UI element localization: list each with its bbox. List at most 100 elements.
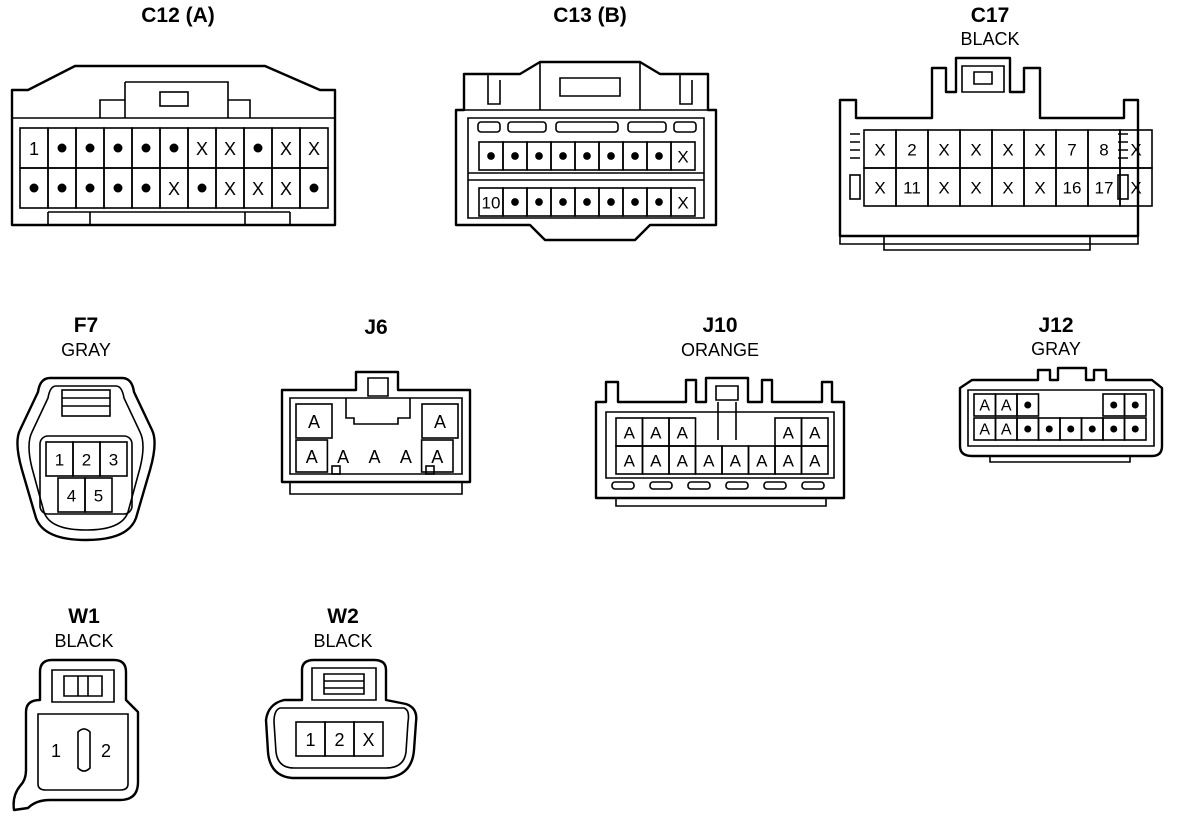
j10-pin-r2c8-label: A [809,452,821,471]
c17-title: C17 [970,4,1010,27]
j10-slot-1 [611,481,635,490]
c12-pin-r2c11-cell [299,167,329,209]
j10-slot-3 [687,481,711,490]
j10-pin-r2c7-label: A [783,452,795,471]
c12-pin-r1c10-label: X [280,139,292,159]
c12-pin-r1c5-dot [141,143,151,153]
c13-pin-r2c5-dot [583,198,591,206]
c12-pin-r2c9-label: X [252,179,264,199]
c17-pin-r1c6-label: X [1034,141,1045,160]
j10-title: J10 [702,314,738,337]
c12-pin-r1c3-dot [85,143,95,153]
c17-pin-r2c2-label: 11 [903,179,921,198]
j10-pin-r1c8-label: A [809,424,821,443]
f7-color: GRAY [61,340,111,360]
c17-pin-r2c7-label: 16 [1063,179,1082,198]
j12-pin-r1c3-cell [1016,393,1040,417]
j12-pin-r1c1-label: A [979,398,990,415]
c13-pin-r2c2-dot [511,198,519,206]
j10-pin-r2c3-label: A [677,452,689,471]
c13-title: C13 (B) [553,4,627,27]
f7-pin-r1c3-label: 3 [109,451,118,470]
j12-pin-r2c3-dot [1024,425,1032,433]
c12-pin-r2c3-dot [85,183,95,193]
c17-pin-r1c7-label: 7 [1067,141,1076,160]
c13-pin-r2c7-dot [631,198,639,206]
w2-pin-r1c3-cell [353,721,384,757]
w1-pin-r1c1-label: 1 [51,741,61,761]
c17-pin-r2c6-label: X [1034,179,1045,198]
c12-pin-r2c8-label: X [224,179,236,199]
w2-color: BLACK [313,631,373,651]
j10-pin-r2c8-cell [800,445,829,475]
j12-pin-r2c2-label: A [1001,422,1012,439]
c17-pin-r2c3-label: X [938,179,949,198]
j6-pin-r2c4-label: A [400,447,412,467]
w1-pin-r1c2-label: 2 [101,741,111,761]
c13-pin-r1c9-label: X [677,148,688,167]
f7-pin-r1c2-label: 2 [82,451,91,470]
c17-pin-r2c9-cell [1119,167,1153,207]
j10-color: ORANGE [680,340,759,360]
f7-pin-r1c3-cell [99,441,128,477]
c13-pin-r1c7-dot [631,152,639,160]
j6-pin-r1c1-label: A [308,412,320,432]
c12-pin-r1c6-dot [169,143,179,153]
c17-pin-r1c2-label: 2 [907,141,916,160]
j10-slot-4 [725,481,749,490]
c17-pin-r1c1-label: X [874,141,885,160]
c13-pin-r2c8-dot [655,198,663,206]
c12-pin-r1c8-label: X [224,139,236,159]
c17-pin-r1c5-label: X [1002,141,1013,160]
j12-pin-r1c8-cell [1123,393,1147,417]
c12-pin-r1c11-label: X [308,139,320,159]
w1-title: W1 [68,605,100,628]
j12-pin-r2c6-dot [1088,425,1096,433]
j10-pin-r1c1-label: A [624,424,636,443]
j6-pin-r2c5-cell [420,439,454,473]
j12-pin-r2c5-dot [1067,425,1075,433]
w2-pin-r1c2-label: 2 [334,730,344,750]
c12-pin-r2c11-dot [309,183,319,193]
j6-pin-r1c5-cell [421,403,459,439]
j10-pin-r2c2-label: A [650,452,662,471]
j12-pin-r2c1-label: A [979,422,990,439]
c12-pin-r1c4-dot [113,143,123,153]
j6-latch-1 [331,465,341,475]
c12-pin-r1c7-label: X [196,139,208,159]
j10-pin-r2c5-label: A [730,452,742,471]
c13-pin-r1c1-dot [487,152,495,160]
f7-title: F7 [73,314,99,337]
f7-pin-r2c2-cell [84,477,113,513]
j12-pin-r2c7-dot [1110,425,1118,433]
j10-pin-r1c2-label: A [650,424,662,443]
j6-pin-r2c1-label: A [306,447,318,467]
c13-pin-r2c1-label: 10 [482,194,501,213]
c17-pin-r1c9-label: X [1130,141,1141,160]
w2-title: W2 [327,605,359,628]
c17-pin-r1c4-label: X [970,141,981,160]
j10-pin-r2c6-label: A [756,452,768,471]
c17-color: BLACK [960,29,1020,49]
j6-pin-r2c5-label: A [431,447,443,467]
j6-pin-r1c1-cell [295,403,333,439]
j10-pin-r1c7-label: A [783,424,795,443]
j6-title: J6 [364,316,388,339]
c17-pin-r2c9-label: X [1130,179,1141,198]
j10-pin-r2c1-label: A [624,452,636,471]
c12-pin-r2c6-label: X [168,179,180,199]
c13-pin-r1c9-cell [670,141,696,171]
j12-pin-r1c2-label: A [1001,398,1012,415]
c17-pin-r2c1-label: X [874,179,885,198]
j10-slot-5 [763,481,787,490]
c17-pin-r1c8-label: 8 [1099,141,1108,160]
j6-pin-r2c2-label: A [337,447,349,467]
